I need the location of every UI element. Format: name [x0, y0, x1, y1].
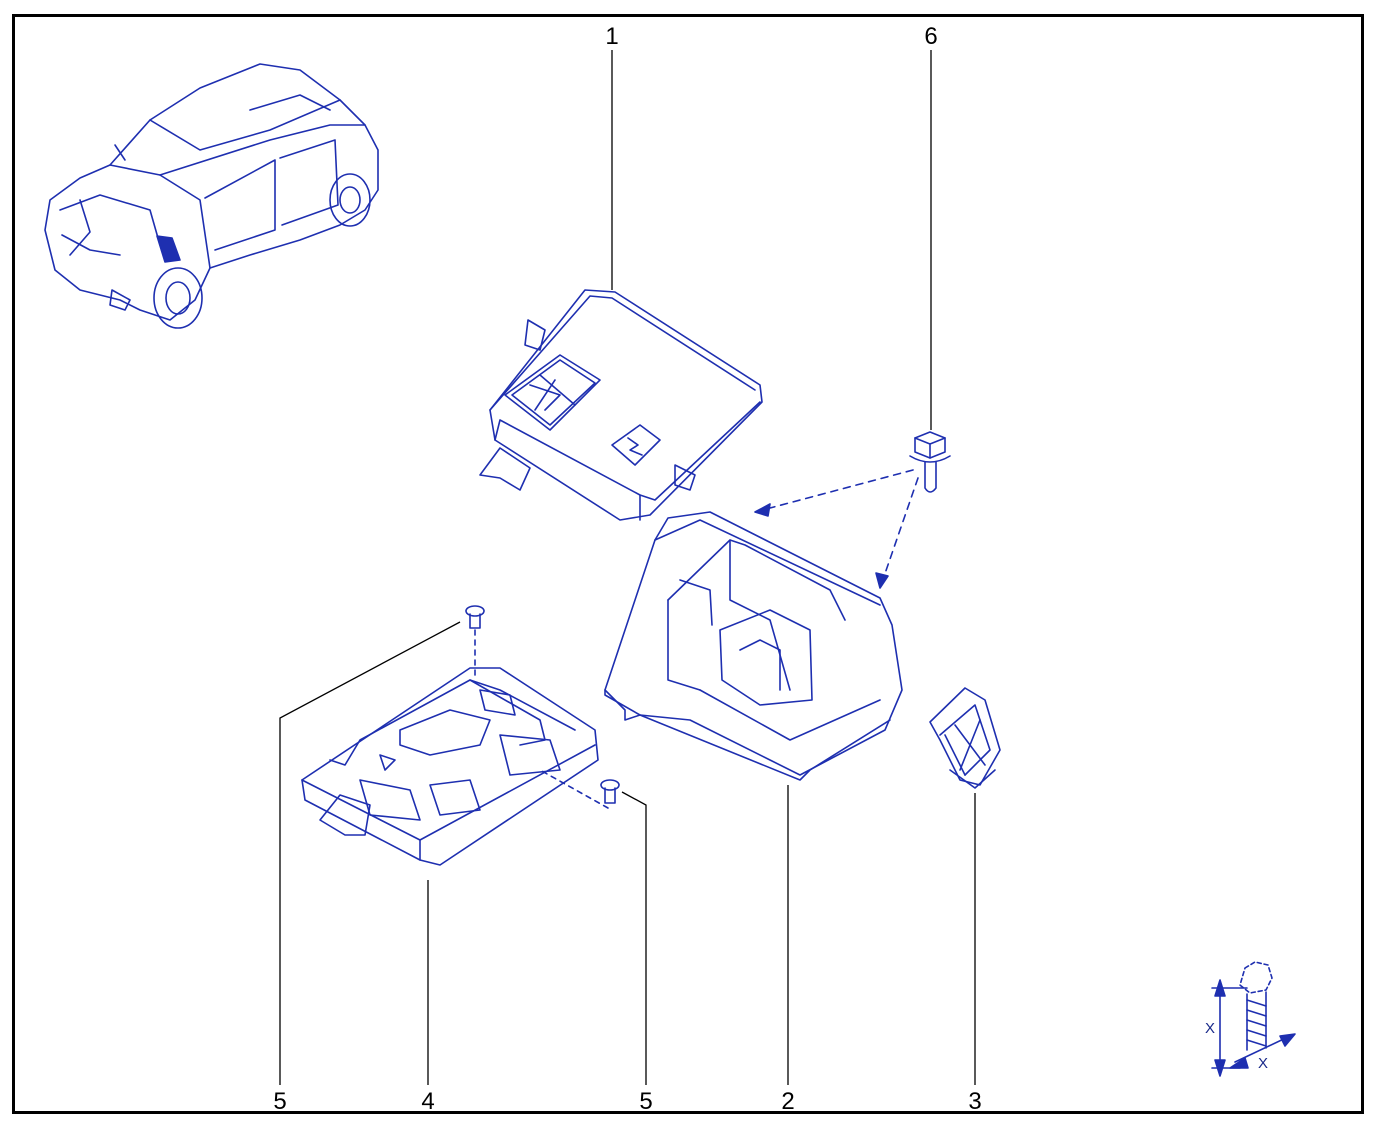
part-5-screw-a	[465, 605, 485, 629]
leader-5b	[621, 791, 647, 1085]
tightening-torque-symbol	[1211, 961, 1291, 1069]
callout-4: 4	[421, 1088, 435, 1115]
part-4-control-unit	[301, 667, 599, 866]
diagram-frame	[12, 14, 1364, 1114]
vehicle-locator-illustration	[44, 63, 379, 329]
callout-1: 1	[605, 23, 619, 50]
part-2-fuse-box-housing	[604, 511, 903, 781]
callout-leaders	[279, 50, 976, 1085]
part-3-relay	[929, 687, 1001, 789]
dimension-label-x-vertical: X	[1205, 1020, 1216, 1037]
part-5-screw-b	[600, 779, 620, 804]
part-6-bolt	[909, 431, 951, 493]
part-1-fuse-box-cover	[479, 289, 763, 521]
callout-6: 6	[924, 23, 938, 50]
part-5-screw-b-fitting-line	[539, 769, 609, 809]
dimension-label-x-horizontal: X	[1258, 1055, 1269, 1072]
callout-3: 3	[968, 1088, 982, 1115]
callout-2: 2	[781, 1088, 795, 1115]
part-6-fitting-arrows	[754, 469, 919, 589]
callout-5-left: 5	[273, 1088, 287, 1115]
callout-5-right: 5	[639, 1088, 653, 1115]
leader-5a	[279, 621, 461, 1085]
